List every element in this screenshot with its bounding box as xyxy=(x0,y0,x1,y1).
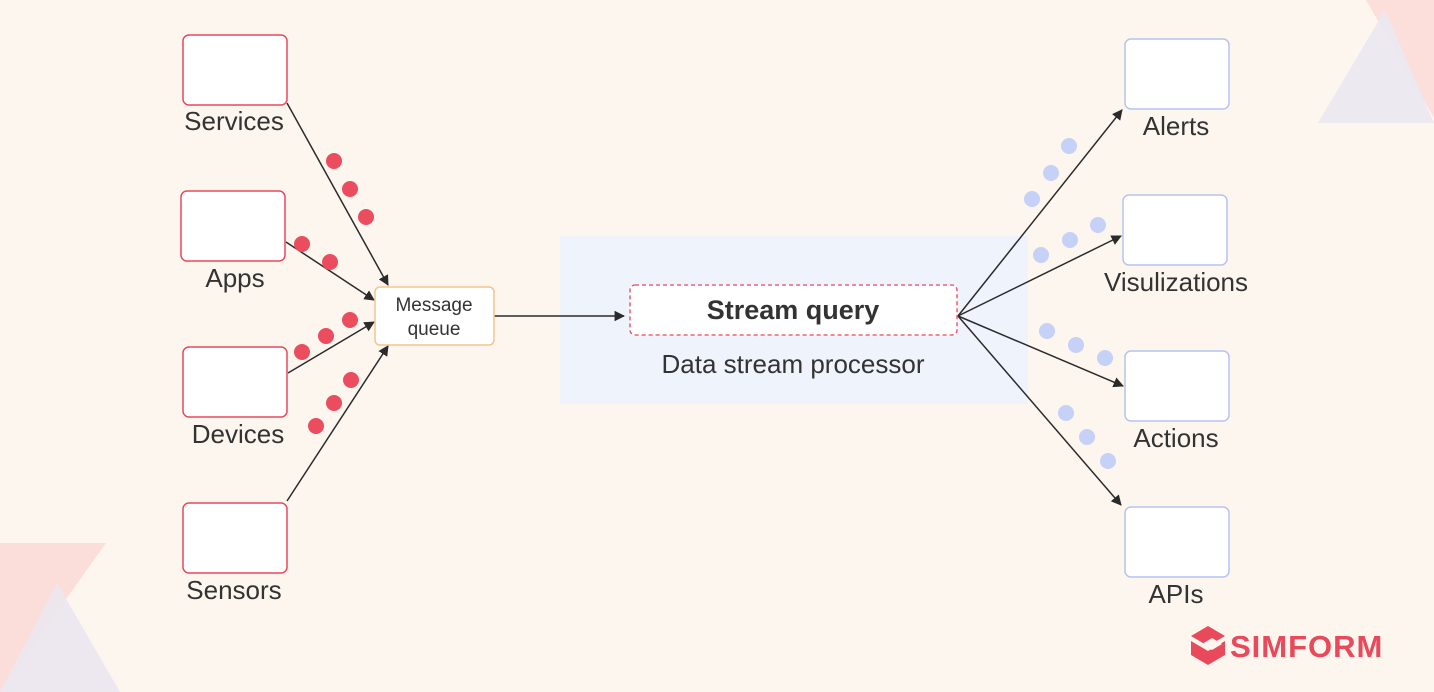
data-dot xyxy=(1043,165,1059,181)
actions-label: Actions xyxy=(1133,423,1218,453)
data-dot xyxy=(342,312,358,328)
stream-query-node: Stream query xyxy=(629,284,958,336)
message-queue-box xyxy=(374,286,495,346)
visulizations-box xyxy=(1122,194,1228,266)
data-dot xyxy=(342,181,358,197)
processor-label: Data stream processor xyxy=(662,349,925,379)
stream-query-label: Stream query xyxy=(707,295,880,325)
data-dot xyxy=(294,236,310,252)
message-queue-label-line1: Message xyxy=(395,295,472,316)
arrow-to-apis xyxy=(957,315,1122,506)
arrow-to-alerts xyxy=(957,109,1123,317)
data-dot xyxy=(1058,405,1074,421)
alerts-label: Alerts xyxy=(1143,111,1209,141)
services-label: Services xyxy=(184,106,284,136)
data-dot xyxy=(1068,337,1084,353)
data-dot xyxy=(1039,323,1055,339)
bottom-left-triangle-lavender xyxy=(0,583,120,692)
visulizations-label: Visulizations xyxy=(1104,267,1248,297)
source-data-dots xyxy=(294,153,374,434)
apis-box xyxy=(1124,506,1230,578)
data-dot xyxy=(318,328,334,344)
data-dot xyxy=(326,153,342,169)
data-dot xyxy=(1033,247,1049,263)
data-dot xyxy=(1062,232,1078,248)
data-dot xyxy=(358,209,374,225)
data-dot xyxy=(1079,429,1095,445)
devices-label: Devices xyxy=(192,419,284,449)
destination-nodes: Alerts Visulizations Actions APIs xyxy=(1104,38,1248,609)
message-queue-label-line2: queue xyxy=(408,319,461,340)
top-right-triangle-lavender xyxy=(1318,10,1434,123)
data-dot xyxy=(1061,138,1077,154)
services-box xyxy=(182,34,288,106)
data-dot xyxy=(1024,191,1040,207)
simform-logo: SIMFORM xyxy=(1191,626,1383,665)
alerts-box xyxy=(1124,38,1230,110)
arrow-sensors-to-queue xyxy=(286,345,389,502)
apis-label: APIs xyxy=(1149,579,1204,609)
data-dot xyxy=(1090,217,1106,233)
arrow-devices-to-queue xyxy=(287,321,375,374)
sensors-box xyxy=(182,502,288,574)
simform-logo-icon xyxy=(1191,626,1225,665)
arrow-to-visulizations xyxy=(957,235,1122,317)
data-dot xyxy=(308,418,324,434)
source-nodes: Services Apps Devices Sensors xyxy=(180,34,288,605)
message-queue-node: Message queue xyxy=(374,286,495,346)
data-dot xyxy=(294,344,310,360)
destination-data-dots xyxy=(1024,138,1116,469)
output-arrows xyxy=(957,109,1124,506)
data-dot xyxy=(343,372,359,388)
devices-box xyxy=(182,346,288,418)
data-dot xyxy=(1100,453,1116,469)
data-dot xyxy=(322,254,338,270)
stream-query-box xyxy=(629,284,958,336)
arrow-to-actions xyxy=(957,315,1124,388)
arrow-services-to-queue xyxy=(286,102,389,286)
simform-logo-text: SIMFORM xyxy=(1230,629,1383,664)
actions-box xyxy=(1124,350,1230,422)
data-dot xyxy=(1097,350,1113,366)
sensors-label: Sensors xyxy=(186,575,281,605)
apps-label: Apps xyxy=(205,263,264,293)
apps-box xyxy=(180,190,286,262)
data-dot xyxy=(326,395,342,411)
